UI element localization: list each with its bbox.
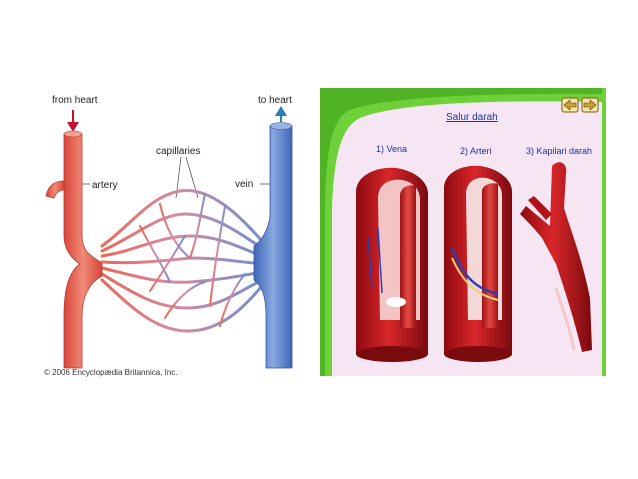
hand-pointing-right-icon[interactable] [581,97,599,113]
arteri-label: 2) Arteri [460,146,492,156]
blood-vessels-slide: Salur darah 1) Vena 2) Arteri 3) Kapilar… [320,88,606,376]
capillaries-label: capillaries [156,146,200,157]
circulation-diagram: from heart to heart capillaries artery v… [40,86,312,382]
to-heart-label: to heart [258,95,292,106]
artery-label: artery [92,180,118,191]
capillary-network [100,188,264,333]
hand-pointing-left-icon[interactable] [561,97,579,113]
vein-label: vein [235,179,253,190]
copyright-text: © 2006 Encyclopædia Britannica, Inc. [44,368,178,377]
vein-cross-section [356,167,428,362]
vein-vessel [253,122,293,369]
arrow-down-icon [67,110,79,132]
blood-vessels-svg: Salur darah 1) Vena 2) Arteri 3) Kapilar… [320,88,606,376]
capillary-vessel [520,162,592,352]
from-heart-label: from heart [52,95,98,106]
slide-frame-corner [320,88,606,376]
circulation-svg: from heart to heart capillaries artery v… [44,95,293,377]
artery-cross-section [444,165,512,362]
kapilari-label: 3) Kapilari darah [526,146,592,156]
artery-vessel [45,130,103,369]
vena-label: 1) Vena [376,144,407,154]
arrow-up-icon [275,106,287,122]
slide-title: Salur darah [446,112,498,123]
